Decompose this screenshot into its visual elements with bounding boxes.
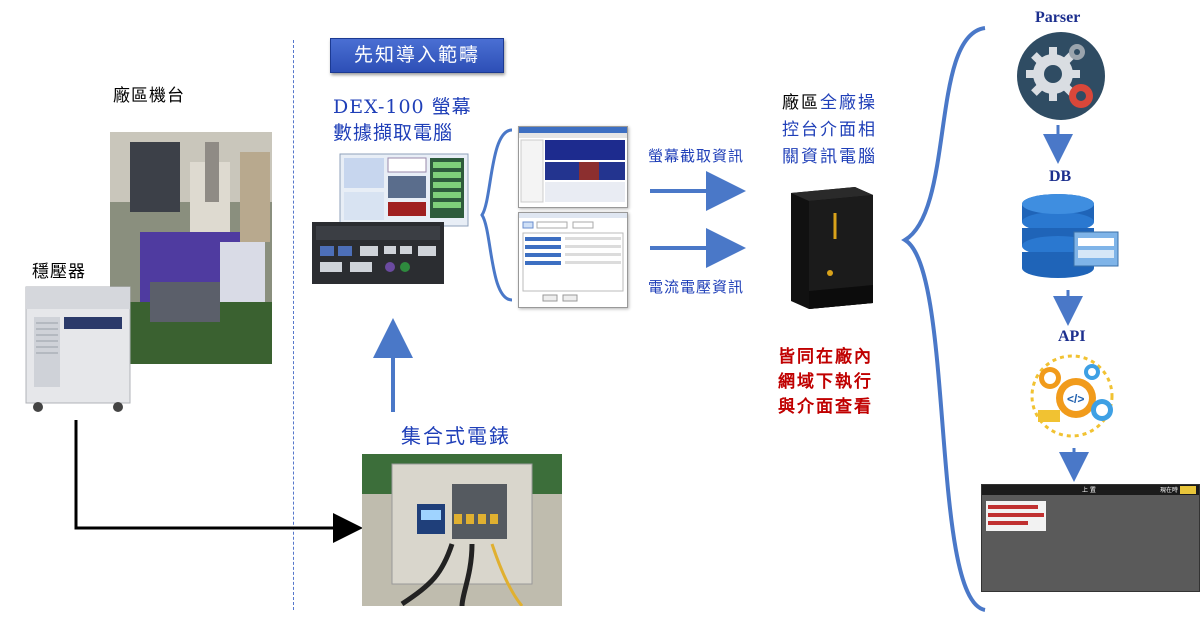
dashboard-panel bbox=[986, 501, 1046, 531]
capture-screenshot-1 bbox=[518, 126, 628, 208]
dashboard-bar bbox=[988, 513, 1044, 517]
server-title-line1: 廠區全廠操 bbox=[782, 90, 877, 117]
svg-text:</>: </> bbox=[1067, 392, 1084, 406]
power-meter-photo bbox=[362, 454, 562, 606]
dex-title-line1: DEX-100 螢幕 bbox=[333, 96, 472, 118]
server-title-prefix: 廠區 bbox=[782, 93, 820, 113]
lan-note-line2: 網域下執行 bbox=[778, 372, 873, 392]
db-label: DB bbox=[1049, 168, 1072, 185]
server-title-line3: 關資訊電腦 bbox=[782, 147, 877, 167]
parser-gear-icon bbox=[1015, 30, 1107, 126]
divider-dashed bbox=[293, 40, 294, 610]
server-tower-image bbox=[785, 183, 877, 311]
api-label: API bbox=[1058, 328, 1086, 345]
capture-screenshot-2 bbox=[518, 212, 628, 308]
scope-tag: 先知導入範疇 bbox=[330, 38, 504, 73]
server-title-highlight: 全廠操 bbox=[820, 93, 877, 113]
stabilizer-label: 穩壓器 bbox=[32, 262, 86, 282]
server-title: 廠區全廠操 控台介面相 關資訊電腦 bbox=[782, 90, 877, 171]
server-title-line2: 控台介面相 bbox=[782, 120, 877, 140]
dex-title-line2: 數據擷取電腦 bbox=[333, 122, 454, 144]
dex-computer-image bbox=[310, 152, 470, 302]
dashboard-header-right: 現在時 bbox=[1160, 487, 1179, 494]
lan-note: 皆同在廠內 網域下執行 與介面查看 bbox=[778, 345, 873, 420]
dashboard-header-badge bbox=[1180, 486, 1196, 494]
dashboard-header: 上 置 現在時 bbox=[982, 485, 1199, 495]
lan-note-line1: 皆同在廠內 bbox=[778, 347, 873, 367]
current-voltage-label: 電流電壓資訊 bbox=[648, 278, 745, 296]
dashboard-header-title: 上 置 bbox=[1082, 487, 1096, 494]
screen-capture-label: 螢幕截取資訊 bbox=[648, 147, 745, 165]
dashboard-bar bbox=[988, 505, 1038, 509]
database-icon bbox=[1020, 192, 1120, 288]
dashboard-bar bbox=[988, 521, 1028, 525]
factory-machine-label: 廠區機台 bbox=[113, 86, 185, 106]
factory-machine-photo bbox=[110, 132, 272, 364]
dashboard-screenshot: 上 置 現在時 bbox=[981, 484, 1200, 592]
parser-label: Parser bbox=[1035, 9, 1081, 26]
lan-note-line3: 與介面查看 bbox=[778, 397, 873, 417]
stabilizer-photo bbox=[24, 283, 132, 415]
api-gears-icon: </> bbox=[1022, 350, 1122, 446]
meter-label: 集合式電錶 bbox=[401, 424, 511, 448]
